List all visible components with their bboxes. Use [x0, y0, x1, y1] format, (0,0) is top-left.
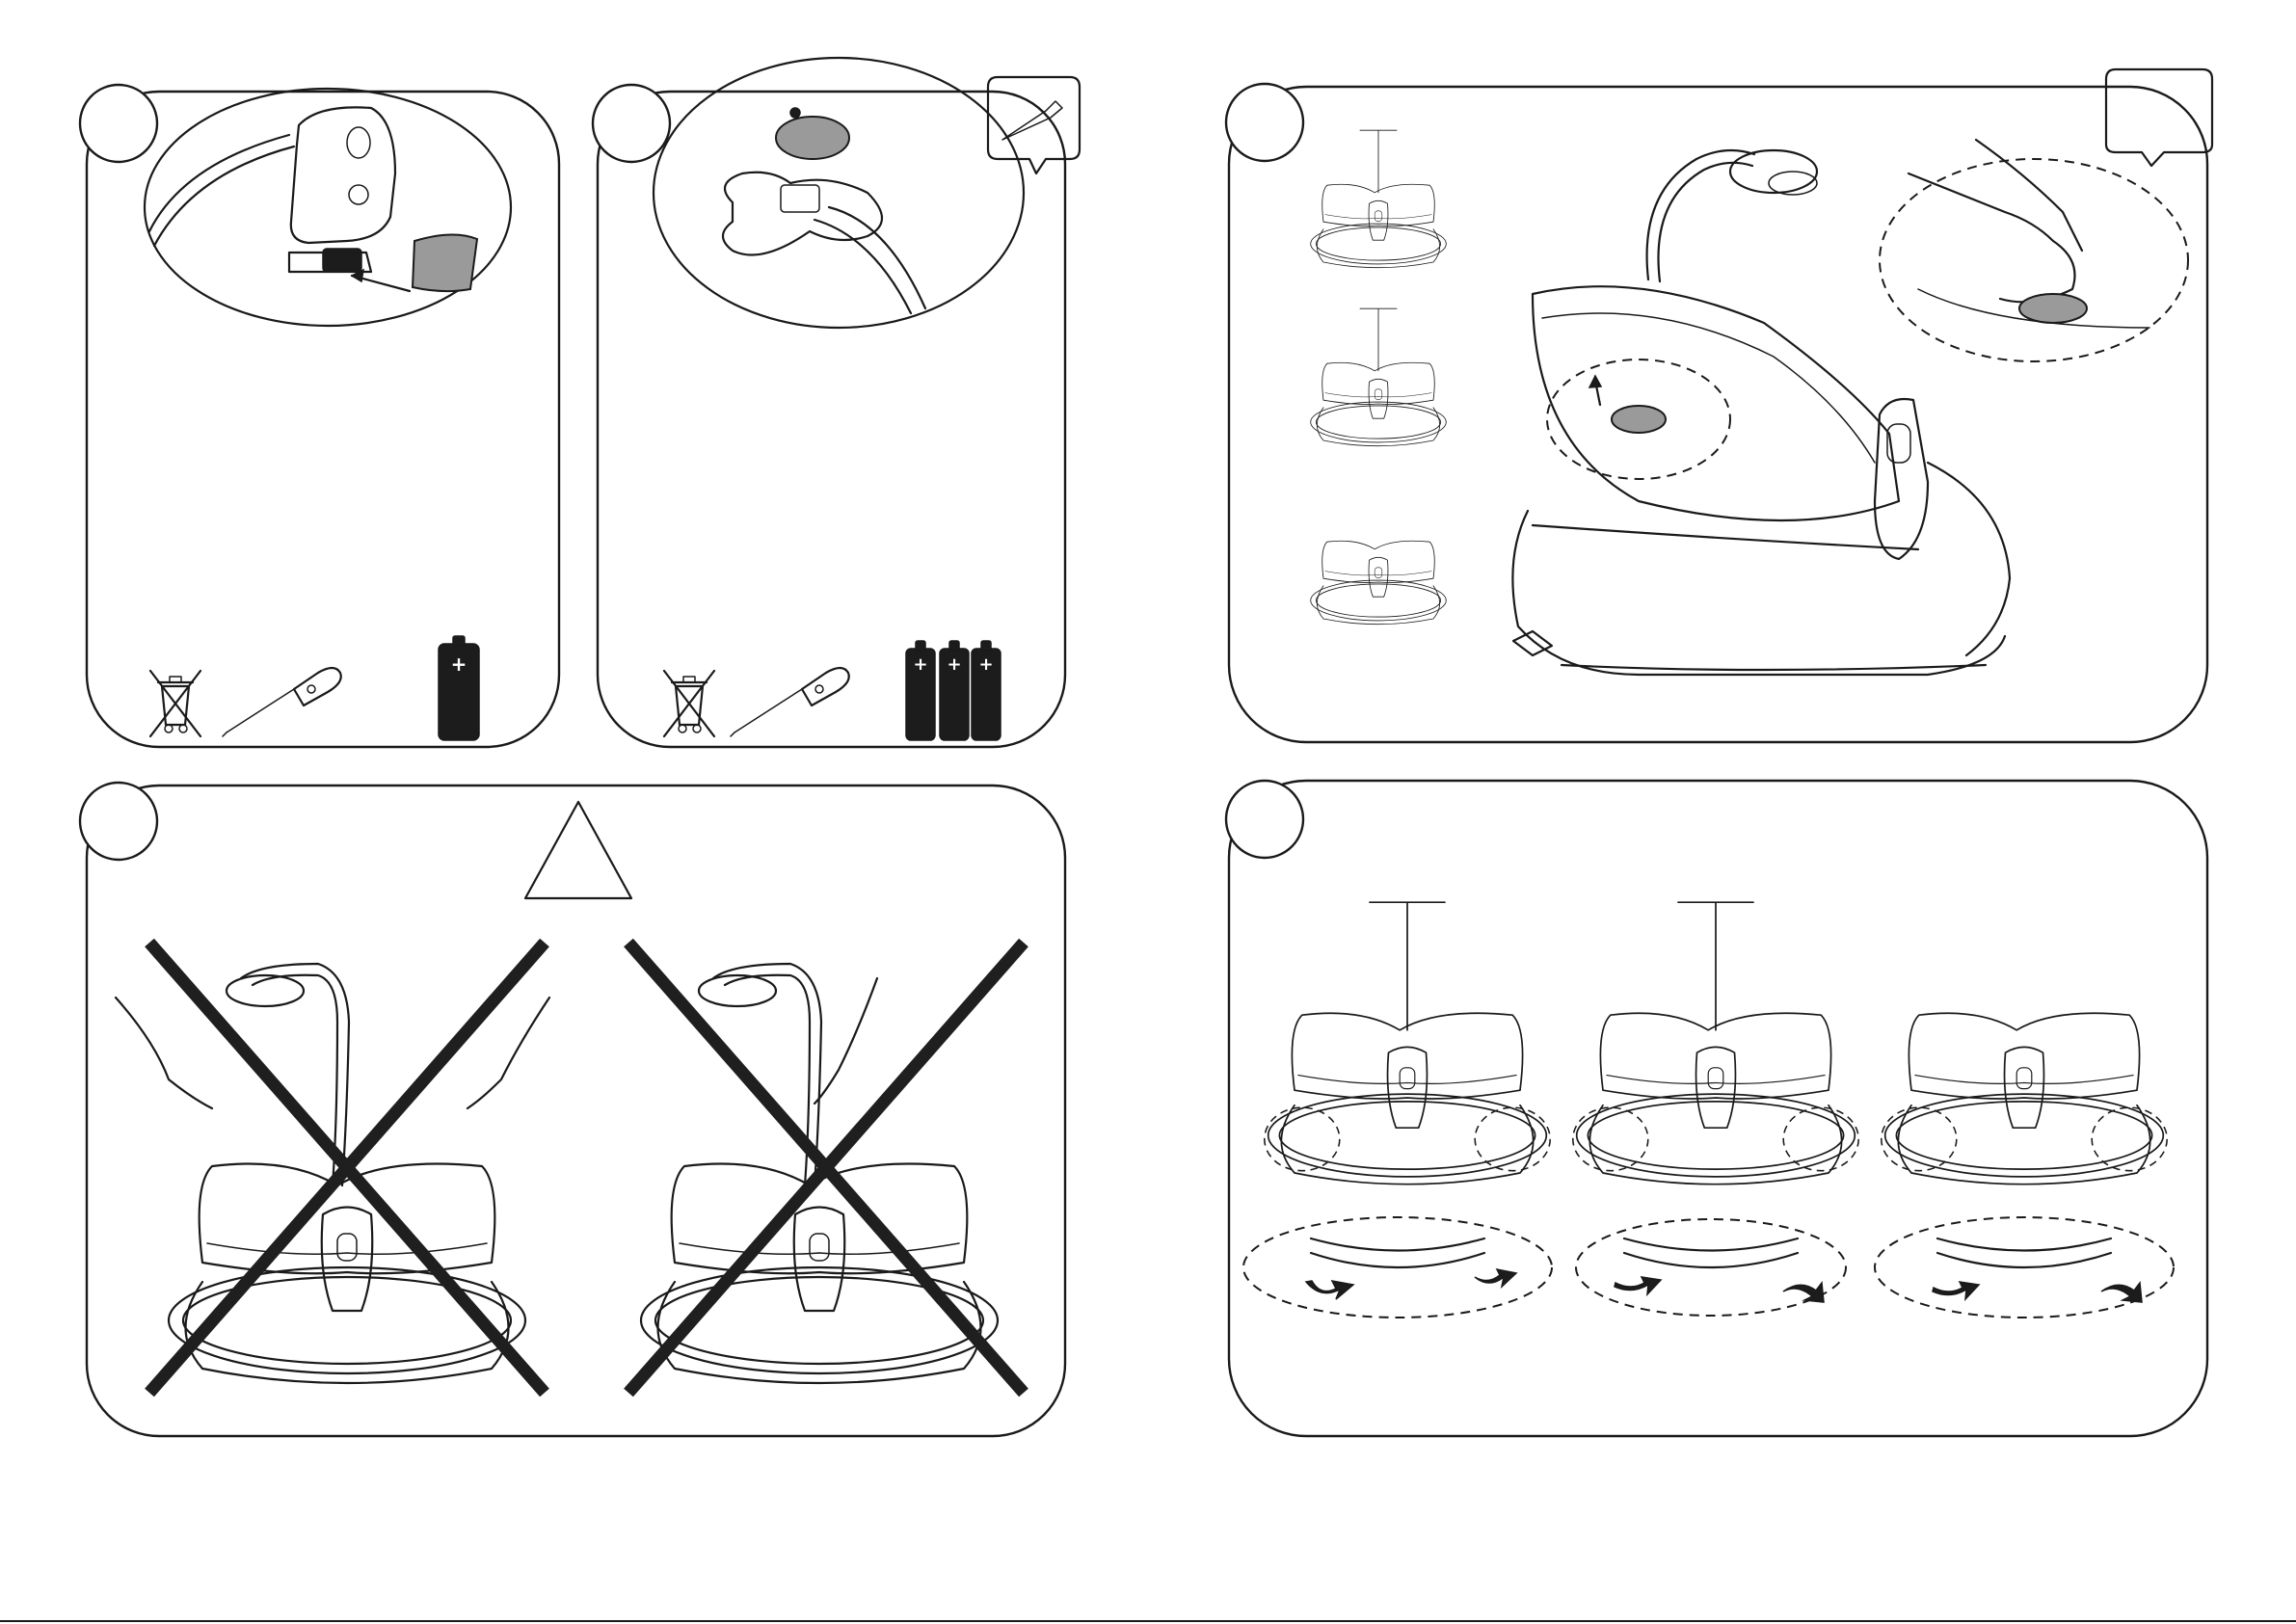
step-badge-3	[1226, 84, 1303, 161]
panel-battery-triple: + + +	[598, 58, 1080, 747]
step-badge-5	[1226, 781, 1303, 858]
panel-frame	[1229, 781, 2207, 1436]
step-badge-4	[80, 783, 157, 860]
battery-icon: + + +	[906, 641, 1001, 740]
svg-text:+: +	[913, 654, 927, 675]
svg-text:+: +	[978, 654, 993, 675]
panel-frame	[87, 92, 559, 747]
panel-rocker-feet	[1229, 781, 2207, 1436]
panel-battery-single: +	[87, 89, 559, 747]
recline-button	[1612, 406, 1666, 433]
battery-cover	[776, 117, 849, 159]
step-badge-2	[593, 85, 670, 162]
panel-do-not-lift	[87, 785, 1065, 1436]
panel-recline	[1229, 69, 2212, 742]
battery-cover	[413, 234, 477, 291]
battery-icon: +	[439, 636, 479, 740]
panel-frame	[1229, 87, 2207, 742]
svg-text:+: +	[947, 654, 961, 675]
panel-frame	[87, 785, 1065, 1436]
battery-plus-label: +	[451, 652, 467, 676]
step-badge-1	[80, 85, 157, 162]
